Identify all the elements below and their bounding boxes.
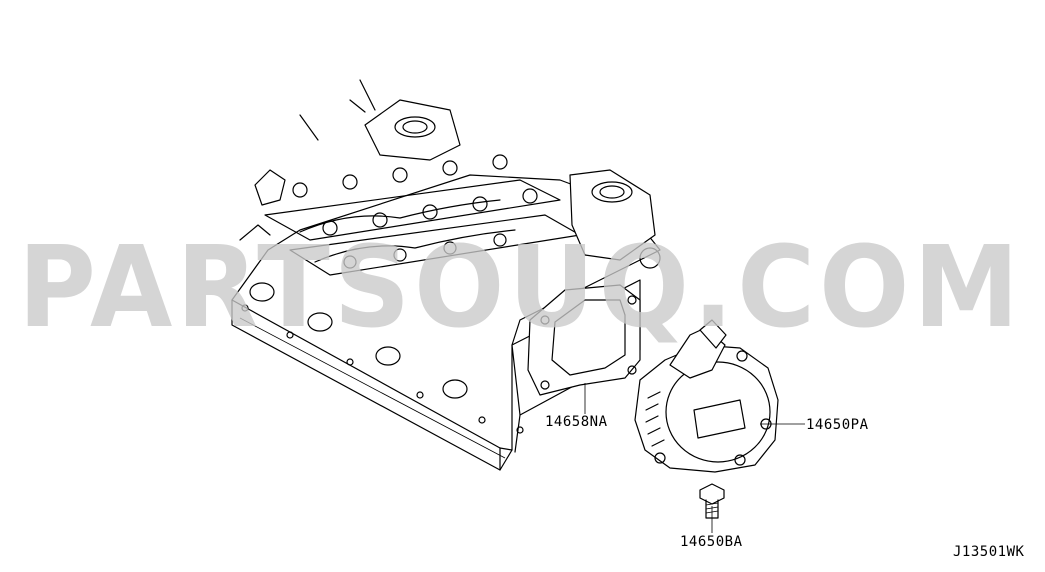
callout-14650PA[interactable]: 14650PA bbox=[806, 417, 869, 433]
gasket-illustration bbox=[527, 284, 641, 396]
diagram-code: J13501WK bbox=[953, 544, 1025, 560]
vacuum-pump-mount bbox=[569, 169, 661, 269]
bolt-illustration bbox=[699, 483, 725, 519]
exhaust-ports bbox=[239, 282, 524, 459]
watermark-text: PARTSOUQ.COM bbox=[18, 223, 1023, 353]
cam-housing-top bbox=[299, 79, 461, 161]
callout-14650BA[interactable]: 14650BA bbox=[680, 534, 743, 550]
callout-14658NA[interactable]: 14658NA bbox=[545, 414, 608, 430]
vacuum-pump-illustration bbox=[634, 319, 779, 473]
leader-lines bbox=[584, 383, 805, 533]
